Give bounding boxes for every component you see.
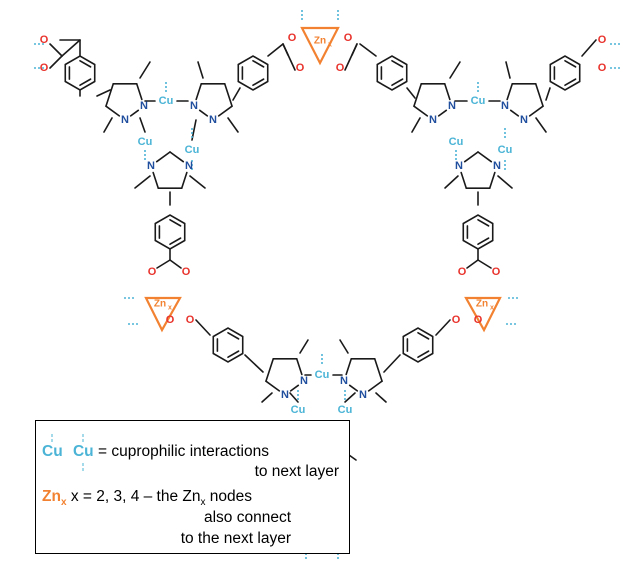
oxygen-label: O: [296, 62, 305, 74]
legend-cu-symbol-1: Cu: [42, 434, 63, 461]
nitrogen-label: N: [455, 160, 463, 172]
oxygen-label: O: [458, 266, 467, 278]
legend-cu-symbol-2: Cu: [73, 434, 94, 471]
oxygen-label: O: [474, 314, 483, 326]
oxygen-label: O: [182, 266, 191, 278]
nitrogen-label: N: [121, 114, 129, 126]
oxygen-label: O: [598, 34, 607, 46]
copper-label: Cu: [159, 95, 174, 107]
nitrogen-label: N: [185, 160, 193, 172]
oxygen-label: O: [148, 266, 157, 278]
copper-label: Cu: [291, 404, 306, 416]
zinc-label: Zn: [476, 299, 488, 310]
copper-label: Cu: [471, 95, 486, 107]
legend-zn-description-3: to the next layer: [180, 530, 291, 547]
nitrogen-label: N: [300, 375, 308, 387]
nitrogen-label: N: [429, 114, 437, 126]
legend-box: Cu Cu = cuprophilic interactions to next…: [35, 420, 350, 554]
zinc-label: Zn: [314, 36, 326, 47]
zinc-subscript: x: [168, 305, 172, 312]
zinc-cluster-nodes: [144, 26, 502, 333]
copper-label: Cu: [498, 144, 513, 156]
copper-label: Cu: [138, 136, 153, 148]
nitrogen-label: N: [147, 160, 155, 172]
oxygen-label: O: [40, 34, 49, 46]
nitrogen-label: N: [140, 100, 148, 112]
oxygen-label: O: [492, 266, 501, 278]
nitrogen-label: N: [190, 100, 198, 112]
legend-cu-description: = cuprophilic interactions: [97, 443, 269, 460]
oxygen-label: O: [186, 314, 195, 326]
copper-label: Cu: [315, 369, 330, 381]
nitrogen-label: N: [281, 389, 289, 401]
oxygen-label: O: [40, 62, 49, 74]
cuprophilic-dashes: [34, 10, 622, 560]
nitrogen-label: N: [340, 375, 348, 387]
copper-label: Cu: [449, 136, 464, 148]
legend-cu-row: Cu Cu = cuprophilic interactions: [42, 434, 269, 471]
copper-label: Cu: [185, 144, 200, 156]
legend-zn-description: x = 2, 3, 4 – the Znx nodes: [70, 488, 253, 509]
nitrogen-label: N: [448, 100, 456, 112]
copper-label: Cu: [338, 404, 353, 416]
nitrogen-label: N: [493, 160, 501, 172]
nitrogen-label: N: [501, 100, 509, 112]
oxygen-label: O: [166, 314, 175, 326]
zinc-subscript: x: [328, 42, 332, 49]
legend-zn-symbol: Znx: [42, 488, 67, 509]
oxygen-label: O: [288, 32, 297, 44]
zinc-label: Zn: [154, 299, 166, 310]
oxygen-label: O: [452, 314, 461, 326]
oxygen-label: O: [336, 62, 345, 74]
legend-zn-description-2: also connect: [203, 509, 291, 526]
nitrogen-label: N: [520, 114, 528, 126]
oxygen-label: O: [598, 62, 607, 74]
oxygen-label: O: [344, 32, 353, 44]
nitrogen-label: N: [359, 389, 367, 401]
legend-cu-description-2: to next layer: [254, 463, 339, 480]
legend-zn-row: Znx x = 2, 3, 4 – the Znx nodes: [42, 488, 252, 508]
zinc-subscript: x: [490, 305, 494, 312]
nitrogen-label: N: [209, 114, 217, 126]
